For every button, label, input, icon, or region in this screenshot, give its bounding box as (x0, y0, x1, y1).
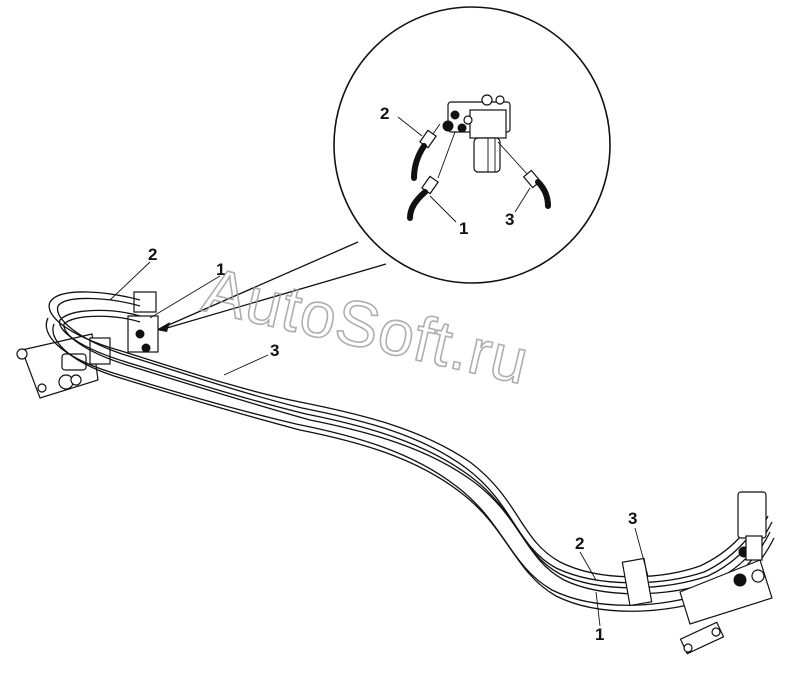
right-bracket-assembly (621, 491, 773, 655)
main-callout-2-right: 2 (575, 534, 584, 553)
detail-callout-1: 1 (459, 219, 468, 238)
detail-hose-1 (407, 131, 456, 221)
detail-pointer (156, 241, 387, 332)
detail-view: 2 1 3 (333, 6, 611, 284)
detail-callout-3: 3 (505, 210, 514, 229)
main-callout-3-right: 3 (628, 509, 637, 528)
detail-circle (333, 6, 611, 284)
main-callout-3-middle: 3 (270, 341, 279, 360)
main-callout-1-left: 1 (216, 260, 225, 279)
valve-block (442, 94, 511, 173)
left-bracket-assembly (16, 291, 159, 399)
detail-hose-3 (497, 141, 551, 209)
detail-hose-2 (411, 123, 441, 181)
detail-callout-2: 2 (380, 104, 389, 123)
main-callout-1-right: 1 (595, 625, 604, 644)
main-callout-2-left: 2 (148, 245, 157, 264)
main-callout-leaders (109, 261, 649, 627)
